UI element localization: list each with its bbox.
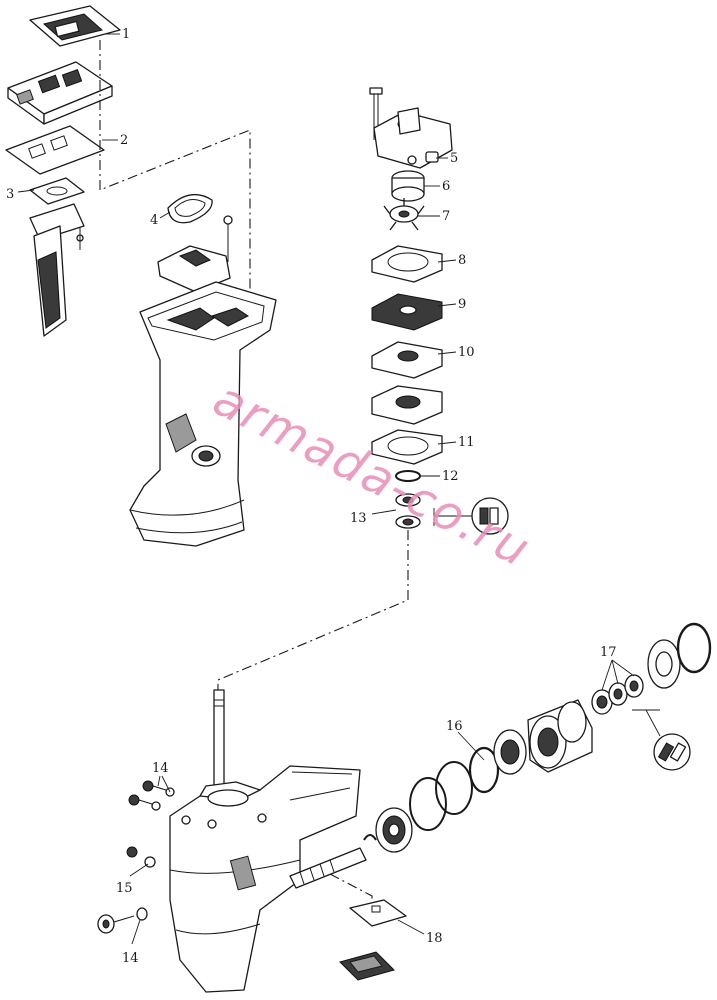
callout-7: 7 <box>442 209 450 224</box>
pump-base <box>371 385 443 425</box>
callout-5: 5 <box>450 151 458 166</box>
callout-16: 16 <box>446 719 463 734</box>
callouts: 1 2 3 4 5 6 7 8 9 10 11 12 13 14 14 15 1… <box>6 27 617 966</box>
gearcase <box>169 765 361 993</box>
callout-1: 1 <box>122 27 130 42</box>
shim-ring-a <box>409 777 447 831</box>
callout-10: 10 <box>458 345 475 360</box>
outer-plate-9 <box>371 293 443 331</box>
small-gasket-3 <box>29 177 85 205</box>
seal-17-b <box>608 682 628 706</box>
callout-6: 6 <box>442 179 450 194</box>
anode <box>339 951 395 981</box>
bearing-carrier <box>527 699 593 773</box>
screw-14-top-a <box>142 780 175 797</box>
screw-14-bottom <box>97 907 148 934</box>
callout-8: 8 <box>458 253 466 268</box>
leader-lines <box>17 33 635 945</box>
screw-14-top-b <box>128 794 161 811</box>
callout-13: 13 <box>350 511 367 526</box>
forward-gear <box>375 807 413 853</box>
seal-detail-inset <box>433 497 509 535</box>
exhaust-plate <box>7 61 113 125</box>
seal-detail-inset-2 <box>632 709 691 771</box>
insert-cartridge-6 <box>391 170 425 202</box>
callout-18: 18 <box>426 931 443 946</box>
seal-17-c <box>624 674 644 698</box>
callout-14-top: 14 <box>152 761 169 776</box>
callout-14-bottom: 14 <box>122 951 139 966</box>
screw-15 <box>126 846 156 868</box>
callout-17: 17 <box>600 645 617 660</box>
impeller-7 <box>383 198 425 231</box>
pump-housing <box>373 107 453 169</box>
top-cover-plate <box>29 5 121 47</box>
shim-ring-b <box>435 761 473 815</box>
ring-nut <box>676 622 712 674</box>
propeller-shaft <box>289 847 367 889</box>
drive-shaft-housing <box>129 281 277 547</box>
callout-9: 9 <box>458 297 466 312</box>
gasket-2 <box>5 125 105 175</box>
gasket-11 <box>371 429 443 465</box>
exhaust-pipe <box>29 203 85 337</box>
anode-cover-18 <box>349 899 407 927</box>
gasket-8 <box>371 245 443 283</box>
bearing <box>493 729 527 775</box>
callout-11: 11 <box>458 435 475 450</box>
mount-bracket <box>157 215 233 293</box>
callout-12: 12 <box>442 469 459 484</box>
callout-15: 15 <box>116 881 133 896</box>
seal-13 <box>395 493 421 529</box>
sleeve-5 <box>425 151 439 163</box>
callout-3: 3 <box>6 187 14 202</box>
rubber-seal-4 <box>167 193 213 224</box>
seal-17-a <box>591 689 613 715</box>
callout-2: 2 <box>120 133 128 148</box>
o-ring-16 <box>468 746 500 794</box>
clip <box>363 834 377 841</box>
callout-4: 4 <box>150 213 158 228</box>
thrust-washer <box>647 639 681 689</box>
plate-10 <box>371 341 443 379</box>
